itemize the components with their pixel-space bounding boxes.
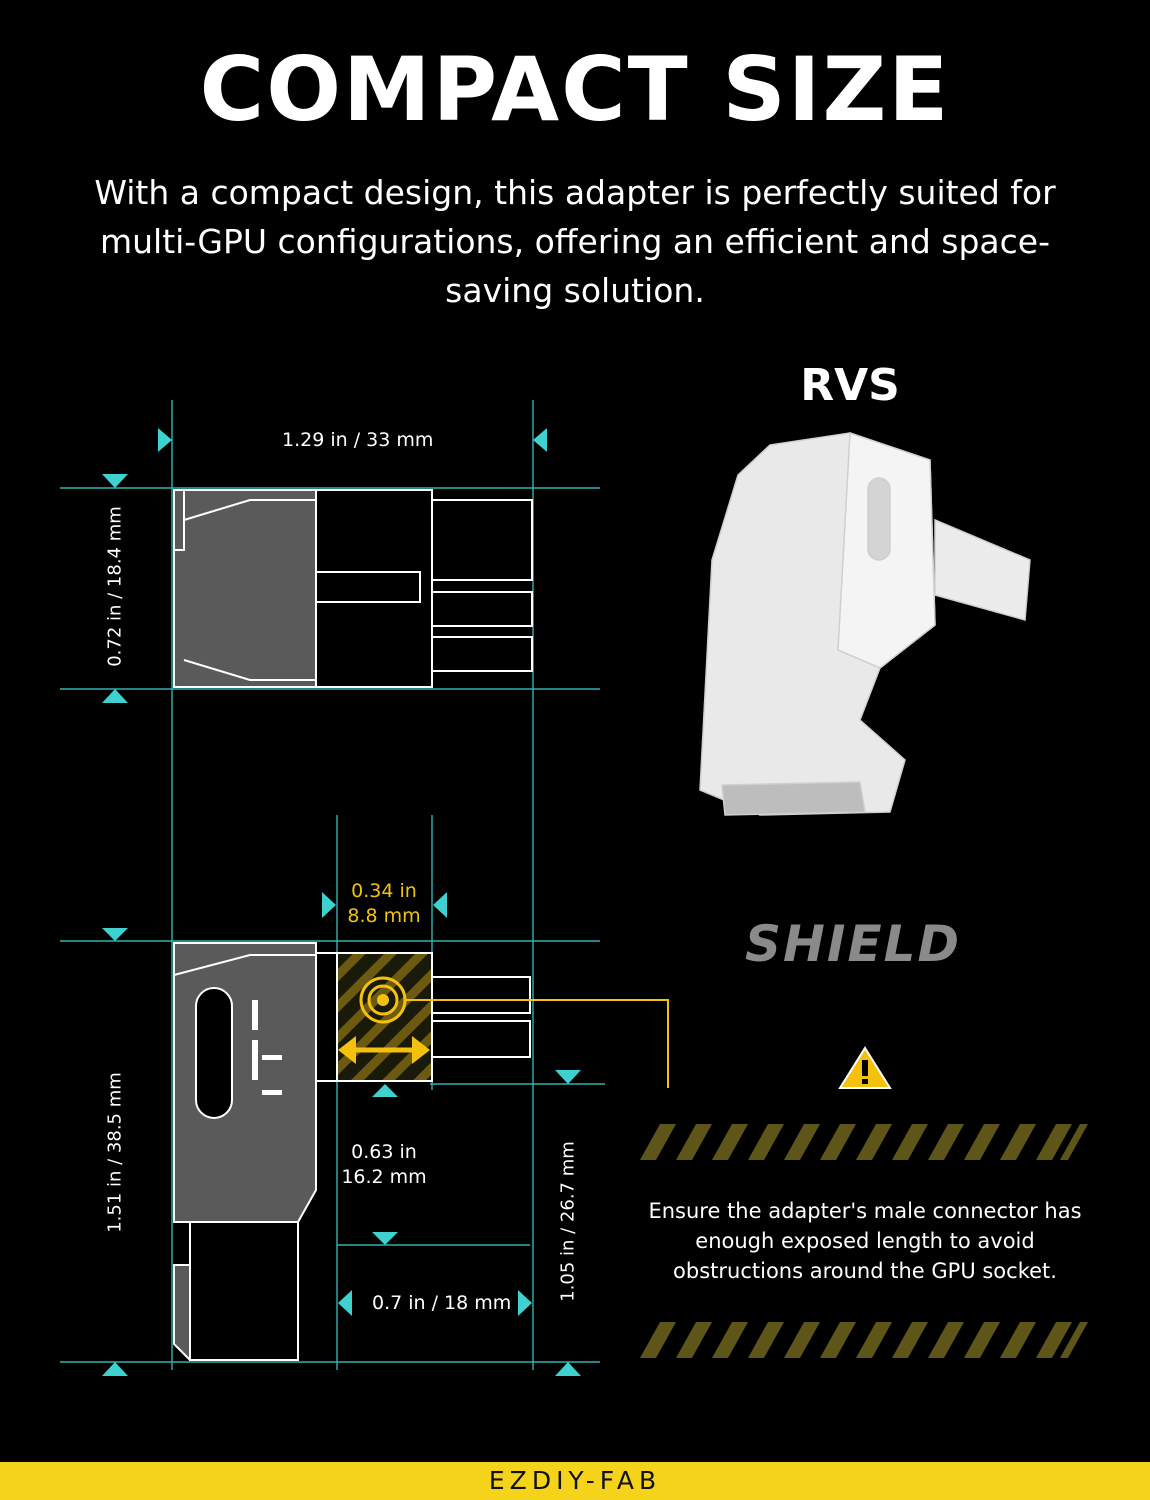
side-view-logo: [252, 1000, 282, 1095]
dim-exposed-width-in: 0.34 in: [351, 880, 417, 902]
top-view-outline: [173, 489, 533, 688]
caution-stripes-top: [640, 1124, 1088, 1160]
dim-body-height-in: 0.63 in: [351, 1141, 417, 1163]
product-name: RVS: [800, 360, 900, 411]
dim-lower-height: 1.05 in / 26.7 mm: [557, 1141, 579, 1302]
warning-text: Ensure the adapter's male connector has …: [648, 1199, 1082, 1283]
exposed-length-highlight: [338, 976, 669, 1088]
dimension-arrows: [102, 428, 581, 1376]
dim-top-height: 0.72 in / 18.4 mm: [104, 506, 126, 667]
dim-body-width: 0.7 in / 18 mm: [372, 1292, 512, 1314]
page-title: COMPACT SIZE: [199, 38, 951, 141]
shield-label: SHIELD: [745, 915, 961, 973]
caution-stripes-bottom: [640, 1322, 1088, 1358]
product-render-image: [699, 431, 1031, 816]
dim-exposed-width-mm: 8.8 mm: [347, 905, 421, 927]
page-subtitle: With a compact design, this adapter is p…: [94, 173, 1056, 310]
warning-triangle-icon: [838, 1046, 892, 1089]
dim-side-height: 1.51 in / 38.5 mm: [104, 1072, 126, 1233]
footer-bar: [0, 1462, 1150, 1500]
footer-brand: EZDIY-FAB: [488, 1466, 662, 1495]
dim-body-height-mm: 16.2 mm: [341, 1166, 427, 1188]
dim-top-width: 1.29 in / 33 mm: [282, 429, 434, 451]
